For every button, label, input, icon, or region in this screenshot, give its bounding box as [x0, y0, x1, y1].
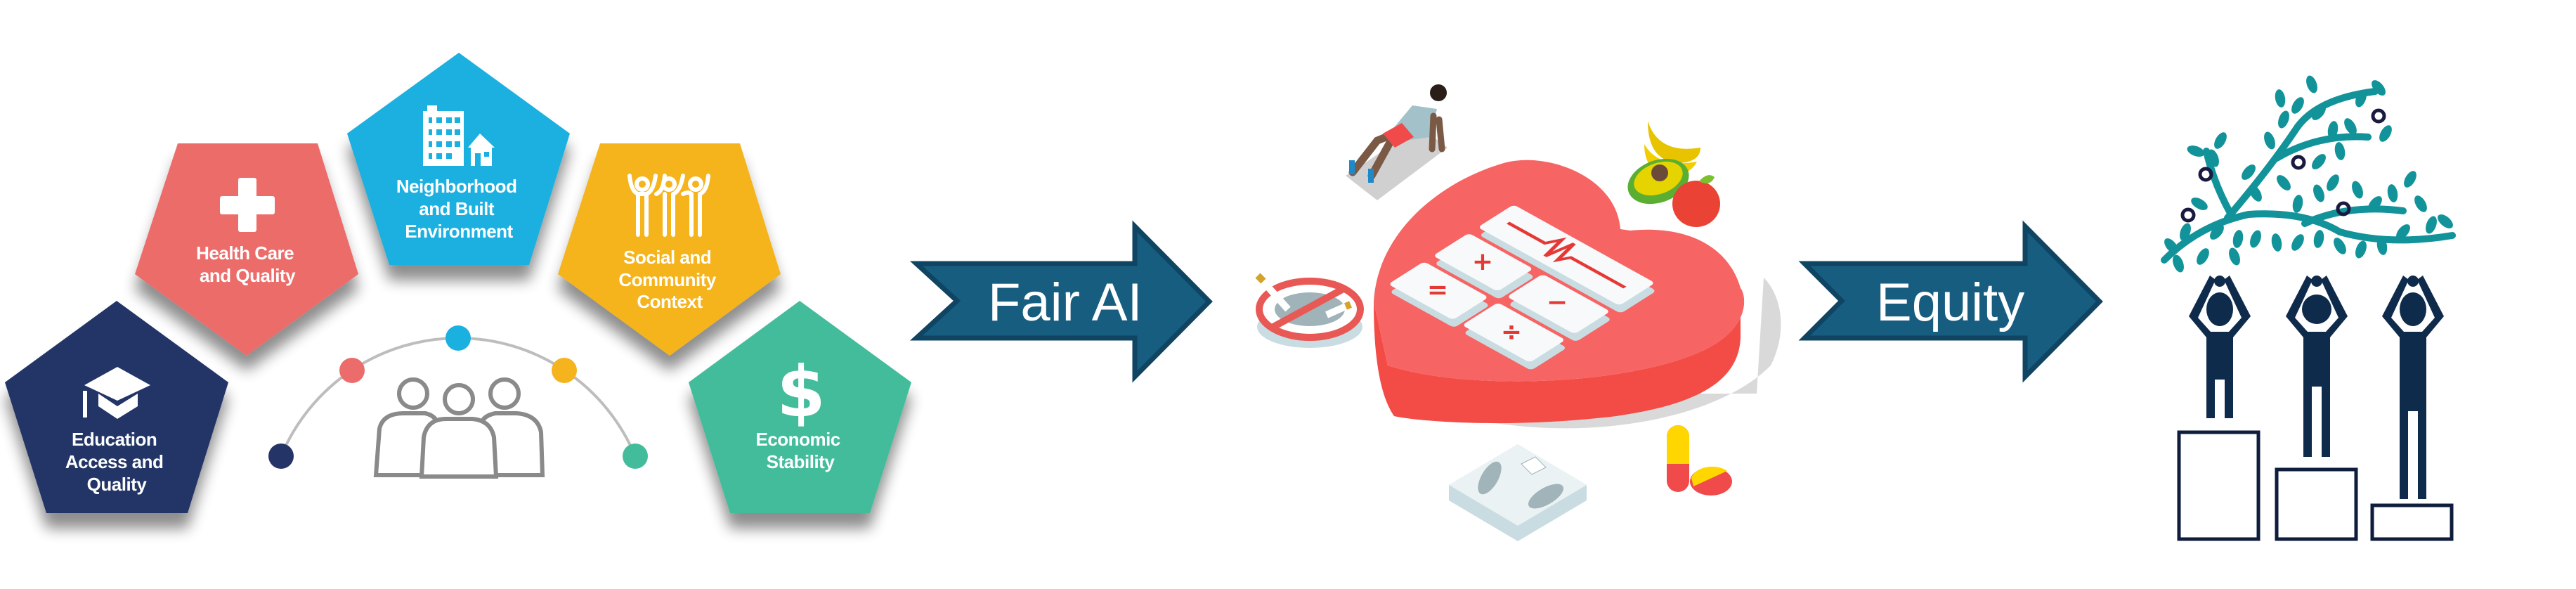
- neighborhood-label: Neighborhood and Built Environment: [396, 176, 521, 242]
- pentagon-neighborhood: Neighborhood and Built Environment: [347, 53, 570, 265]
- leaf-icon: [2355, 240, 2367, 259]
- minus-key-label: −: [1547, 288, 1568, 317]
- education-label: Education Access and Quality: [65, 429, 168, 495]
- leaf-icon: [2210, 224, 2224, 240]
- plus-key-label: +: [1472, 247, 1493, 276]
- buildings-icon: [423, 105, 495, 166]
- tree-leaves: [2164, 75, 2453, 273]
- equity-arrow: Equity: [1798, 220, 2103, 383]
- leaf-icon: [2232, 230, 2244, 248]
- leaf-icon: [2173, 254, 2184, 273]
- social-community-label: Social and Community Context: [618, 247, 720, 312]
- bathroom-scale-icon: [1449, 444, 1587, 541]
- person-tall-on-short-box: [2370, 276, 2454, 541]
- no-smoking-ashtray-icon: [1255, 273, 1364, 348]
- equity-label: Equity: [1876, 273, 2024, 332]
- equity-illustration: [2161, 75, 2456, 541]
- equals-key: [1390, 262, 1487, 319]
- pushup-person-icon: [1346, 84, 1448, 200]
- leaf-icon: [2180, 223, 2191, 241]
- dollar-icon: $: [776, 351, 826, 433]
- leaf-icon: [2264, 131, 2275, 150]
- leaf-icon: [2208, 149, 2219, 167]
- pentagon-social-community: Social and Community Context: [558, 143, 781, 356]
- leaf-icon: [2334, 142, 2346, 160]
- divide-key: [1464, 303, 1563, 362]
- fruits-icon: [1627, 121, 1720, 227]
- leaf-icon: [2275, 89, 2286, 108]
- dot-navy: [268, 444, 294, 469]
- leaf-icon: [2249, 185, 2262, 202]
- calculator-keys: [1390, 205, 1655, 370]
- fair-ai-arrow: Fair AI: [909, 220, 1213, 383]
- medical-cross-icon: [220, 178, 275, 232]
- heart-calculator-illustration: + − = ÷: [1255, 84, 1781, 541]
- pentagon-education: Education Access and Quality: [5, 301, 228, 513]
- equals-key-label: =: [1427, 276, 1448, 304]
- pills-icon: [1667, 425, 1732, 496]
- pentagon-health-care: Health Care and Quality: [135, 143, 358, 356]
- leaf-icon: [2344, 118, 2357, 135]
- fair-ai-label: Fair AI: [988, 273, 1143, 332]
- leaf-icon: [2334, 238, 2346, 254]
- graduation-cap-icon: [83, 367, 150, 419]
- health-care-label: Health Care and Quality: [196, 242, 299, 286]
- fruit-rings: [2180, 108, 2386, 223]
- leaf-icon: [2191, 198, 2208, 210]
- people-group-icon: [373, 377, 545, 479]
- leaf-icon: [2312, 105, 2326, 120]
- dot-yellow: [552, 358, 577, 383]
- leaf-icon: [2214, 132, 2227, 149]
- leaf-icon: [2313, 230, 2324, 248]
- leaf-icon: [2291, 97, 2304, 114]
- leaf-icon: [2414, 195, 2427, 212]
- community-people-icon: [627, 174, 710, 237]
- leaf-icon: [2312, 154, 2326, 169]
- dot-red: [339, 358, 365, 383]
- leaf-icon: [2271, 233, 2282, 252]
- leaf-icon: [2438, 214, 2453, 228]
- leaf-icon: [2396, 224, 2410, 240]
- leaf-icon: [2372, 80, 2386, 96]
- leaf-icon: [2404, 171, 2416, 188]
- leaf-icon: [2368, 196, 2382, 212]
- leaf-icon: [2327, 121, 2338, 139]
- leaf-icon: [2229, 247, 2240, 266]
- divide-key-label: ÷: [1501, 318, 1522, 347]
- leaf-icon: [2379, 125, 2392, 142]
- leaf-icon: [2292, 195, 2303, 213]
- leaf-icon: [2242, 164, 2256, 180]
- leaf-icon: [2327, 174, 2339, 191]
- leaf-icon: [2278, 110, 2289, 129]
- leaf-icon: [2197, 248, 2209, 265]
- heart-side: [1374, 288, 1745, 424]
- person-medium-on-medium-box: [2275, 276, 2358, 541]
- leaf-icon: [2313, 184, 2324, 202]
- leaf-icon: [2426, 216, 2437, 234]
- economic-stability-label: Economic Stability: [756, 429, 845, 472]
- leaf-icon: [2355, 89, 2367, 108]
- dot-blue: [445, 325, 471, 351]
- plus-key: [1435, 234, 1532, 291]
- minus-key: [1509, 275, 1608, 333]
- leaf-icon: [2164, 238, 2178, 254]
- leaf-icon: [2387, 184, 2398, 202]
- leaf-icon: [2277, 175, 2291, 190]
- pentagon-economic-stability: $ Economic Stability: [689, 301, 911, 513]
- person-short-on-tall-box: [2177, 276, 2260, 541]
- leaf-icon: [2291, 234, 2304, 251]
- leaf-icon: [2306, 75, 2317, 93]
- leaf-icon: [2250, 230, 2261, 248]
- sdoh-diagram: Education Access and Quality Health Care…: [5, 53, 911, 513]
- leaf-icon: [2352, 181, 2363, 199]
- leaf-icon: [2187, 145, 2205, 157]
- dot-green: [623, 444, 648, 469]
- leaf-icon: [2376, 237, 2388, 255]
